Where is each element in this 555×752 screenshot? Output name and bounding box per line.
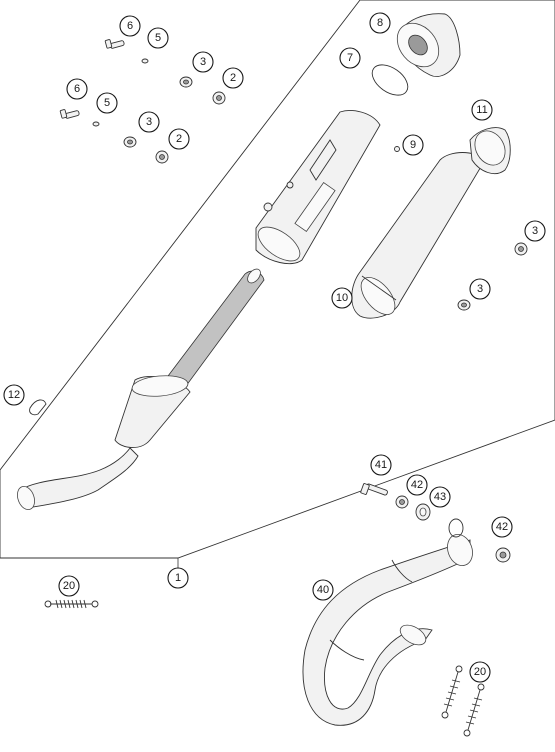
inner-pipe-cone [17, 375, 191, 511]
spring-right-a [441, 665, 463, 719]
silencer-right [351, 152, 486, 319]
svg-text:6: 6 [127, 20, 133, 32]
svg-text:5: 5 [104, 97, 110, 109]
svg-text:7: 7 [347, 52, 353, 64]
svg-text:3: 3 [200, 56, 206, 68]
washer-small-upper [141, 58, 149, 64]
svg-text:11: 11 [476, 104, 487, 116]
spring-left [44, 599, 99, 609]
svg-text:6: 6 [74, 83, 80, 95]
callout-5-lower: 5 [96, 92, 118, 114]
callout-11: 11 [471, 99, 493, 121]
svg-text:10: 10 [336, 292, 348, 304]
bolt-upper [104, 39, 125, 49]
callout-6-upper: 6 [119, 15, 141, 37]
svg-text:43: 43 [434, 491, 446, 503]
svg-text:42: 42 [411, 479, 423, 491]
end-cap-upper [396, 13, 461, 77]
callout-40: 40 [312, 579, 334, 601]
svg-text:3: 3 [532, 225, 538, 237]
svg-text:20: 20 [474, 666, 486, 678]
svg-text:2: 2 [230, 72, 236, 84]
svg-text:9: 9 [410, 139, 416, 151]
screw-small [394, 146, 400, 152]
callout-3-right-upper: 3 [524, 220, 546, 242]
washer-small-lower [92, 121, 100, 127]
callout-10: 10 [331, 287, 353, 309]
callout-12: 12 [3, 384, 25, 406]
spacer-upper [212, 91, 226, 105]
grommet-right-lower [457, 299, 471, 311]
callout-1: 1 [167, 567, 189, 589]
grommet-lower [123, 136, 137, 148]
grommet-upper [179, 76, 193, 88]
washer-42-left [395, 495, 409, 509]
callout-3-lower: 3 [138, 111, 160, 133]
callout-42-right: 42 [491, 516, 513, 538]
header-pipe [302, 518, 473, 726]
callout-3-right-lower: 3 [469, 278, 491, 300]
silencer-left [255, 110, 381, 264]
callout-41: 41 [370, 454, 392, 476]
callout-42-left: 42 [406, 474, 428, 496]
callout-43: 43 [429, 486, 451, 508]
svg-text:3: 3 [146, 116, 152, 128]
bolt-lower [59, 109, 80, 119]
grommet-right-upper [514, 242, 528, 256]
svg-text:1: 1 [175, 572, 181, 584]
callout-3-upper: 3 [192, 51, 214, 73]
callout-2-lower: 2 [168, 128, 190, 150]
spring-right-b [463, 683, 485, 737]
callout-6-lower: 6 [66, 78, 88, 100]
svg-text:40: 40 [317, 584, 329, 596]
svg-text:42: 42 [496, 521, 508, 533]
callout-9: 9 [402, 134, 424, 156]
perforated-insert [164, 268, 265, 390]
callout-20-left: 20 [58, 575, 80, 597]
washer-42-right [495, 547, 511, 563]
callout-20-right: 20 [469, 661, 491, 683]
callout-2-upper: 2 [222, 67, 244, 89]
bolt-41 [360, 483, 388, 496]
svg-text:41: 41 [375, 459, 387, 471]
clamp-small [29, 399, 47, 416]
callout-8: 8 [369, 12, 391, 34]
svg-text:3: 3 [477, 283, 483, 295]
svg-text:8: 8 [377, 17, 383, 29]
spacer-lower [155, 150, 169, 164]
callout-7: 7 [339, 47, 361, 69]
end-cap-right [469, 127, 511, 174]
gasket-ring [371, 64, 409, 96]
spacer-43 [415, 503, 431, 521]
svg-text:20: 20 [63, 580, 75, 592]
svg-text:12: 12 [8, 389, 20, 401]
svg-text:2: 2 [176, 133, 182, 145]
svg-text:5: 5 [155, 32, 161, 44]
callout-5-upper: 5 [147, 27, 169, 49]
